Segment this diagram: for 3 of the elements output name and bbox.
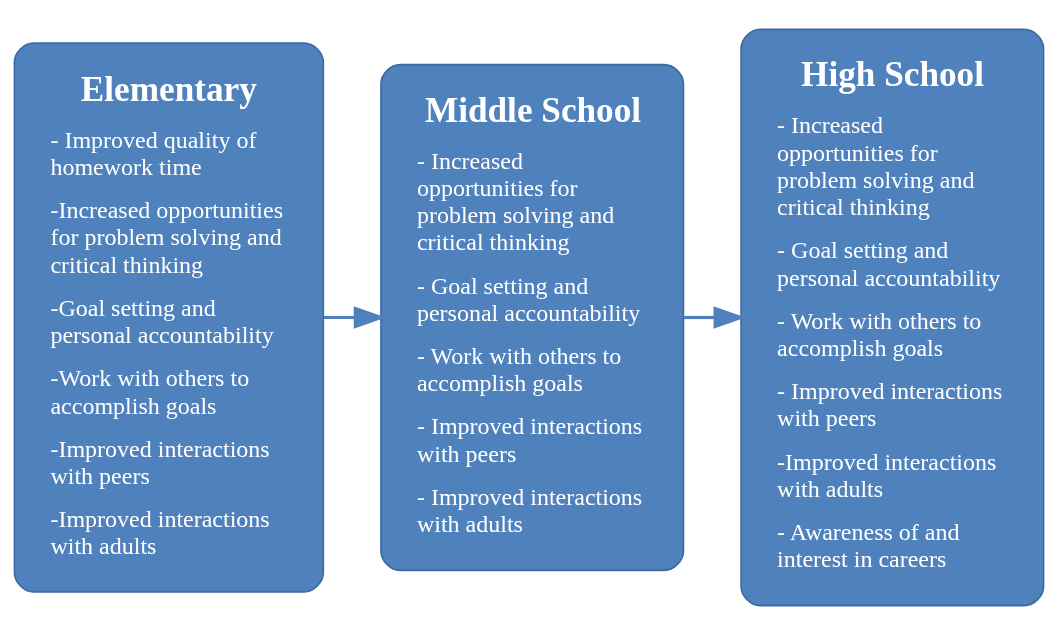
node-box: Elementary - Improved quality of homework time -Increased opportunities for problem solving and critical thinking -Goal setting and personal accountability -Work with others to accomplish goals -Improved interactions with peers -Improved interactions with adults [13,42,325,593]
node-box: Middle School - Increased opportunities for problem solving and critical thinking - Goal setting and personal accountability - Work with others to accomplish goals - Improved interactions with peers - Improved interactions with adults [380,63,685,572]
node-box: High School - Increased opportunities for problem solving and critical thinking - Goal setting and personal accountability - Work with others to accomplish goals - Improved interactions with peers -Improved interactions with adults - Awareness of and interest in careers [740,28,1045,607]
